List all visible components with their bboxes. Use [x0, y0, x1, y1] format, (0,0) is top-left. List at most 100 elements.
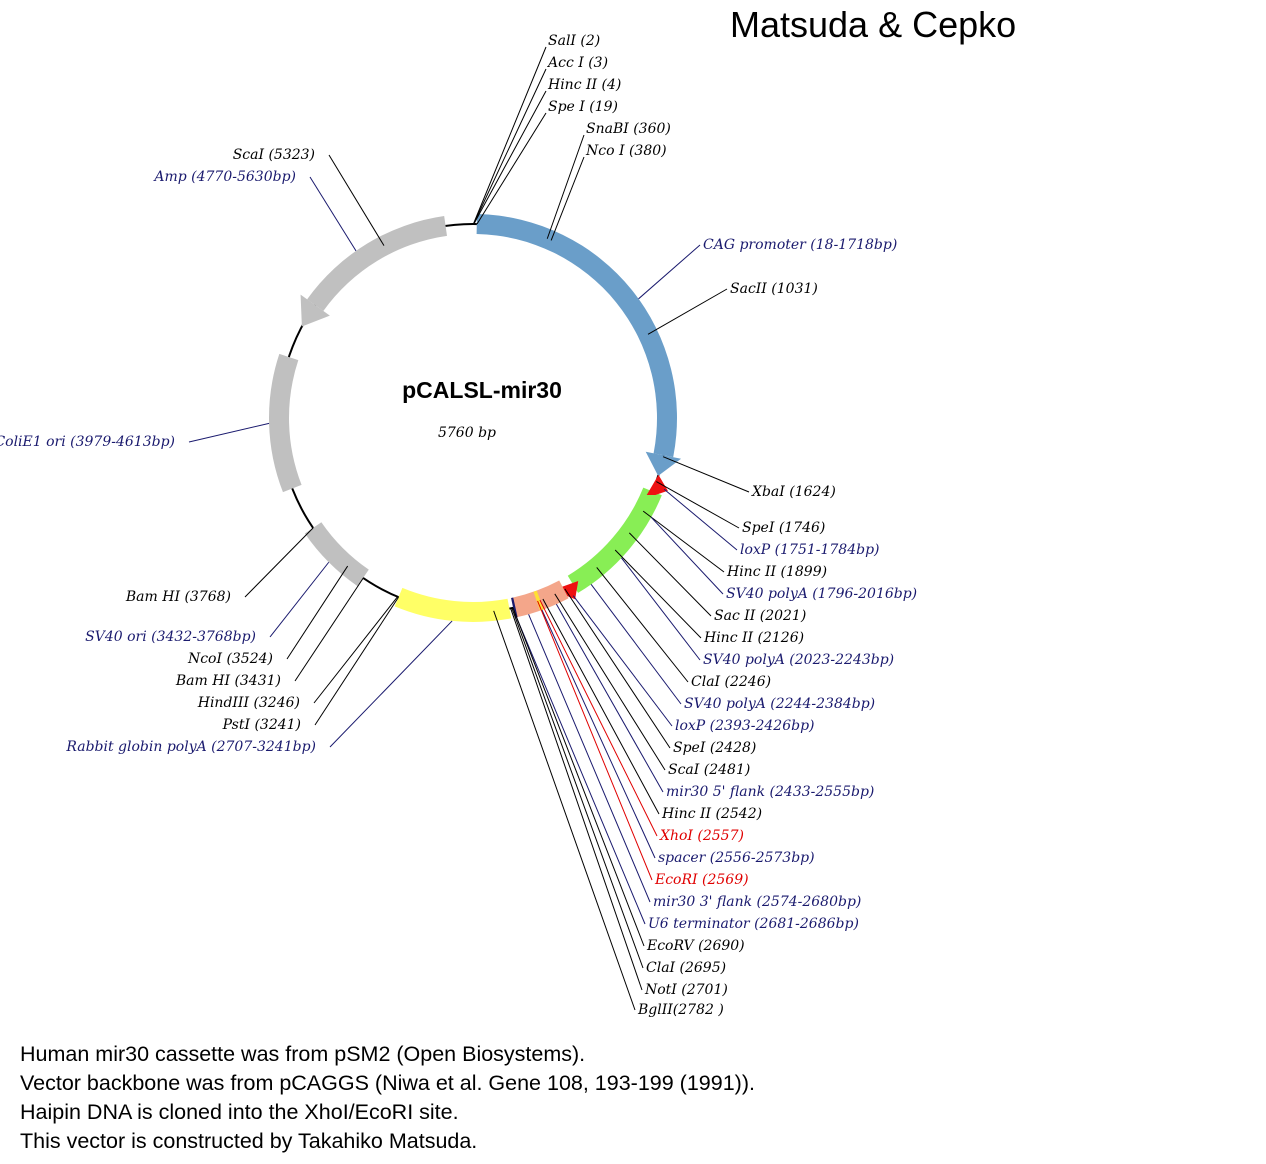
- map-label: ScaI (5323): [233, 147, 315, 163]
- map-label: NcoI (3524): [187, 651, 273, 667]
- map-label: BglII(2782 ): [637, 1002, 724, 1018]
- label-leader-line: [550, 156, 585, 241]
- label-leader-line: [269, 561, 330, 638]
- map-label: ClaI (2246): [691, 674, 771, 690]
- map-label: loxP (1751-1784bp): [740, 542, 880, 558]
- label-leader-line: [511, 607, 644, 969]
- map-label: SpeI (2428): [673, 740, 756, 756]
- label-leader-line: [294, 577, 364, 682]
- map-label: Hinc II (4): [547, 77, 621, 93]
- label-leader-line: [542, 598, 660, 815]
- label-leader-line: [473, 90, 547, 225]
- map-label: spacer (2556-2573bp): [658, 850, 815, 866]
- map-label: Sac II (2021): [714, 608, 806, 624]
- label-leader-line: [539, 599, 658, 837]
- loxp-feature: [646, 474, 668, 495]
- map-label: Bam HI (3768): [125, 589, 231, 605]
- map-label: mir30 5' flank (2433-2555bp): [666, 784, 874, 800]
- map-label: Bam HI (3431): [175, 673, 281, 689]
- label-leader-line: [638, 244, 701, 300]
- label-leader-line: [642, 510, 725, 573]
- label-leader-line: [188, 422, 270, 443]
- cag-promoter-feature-arrow: [645, 451, 682, 476]
- map-label: SV40 polyA (1796-2016bp): [726, 586, 917, 602]
- label-leader-line: [662, 456, 750, 493]
- sv40-ori-feature: [304, 522, 369, 587]
- label-leader-line: [614, 549, 702, 639]
- label-leader-line: [555, 603, 664, 793]
- map-label: Rabbit globin polyA (2707-3241bp): [65, 739, 316, 755]
- label-leader-line: [309, 176, 357, 252]
- label-leader-line: [493, 610, 636, 1011]
- label-leader-line: [516, 617, 646, 925]
- notes: Human mir30 cassette was from pSM2 (Open…: [20, 1040, 755, 1156]
- map-label: SV40 polyA (2023-2243bp): [703, 652, 894, 668]
- label-leader-line: [628, 532, 712, 617]
- label-leader-line: [650, 516, 724, 595]
- map-label: CAG promoter (18-1718bp): [703, 237, 897, 253]
- map-label: SV40 ori (3432-3768bp): [85, 629, 256, 645]
- plasmid-name: pCALSL-mir30: [402, 377, 562, 403]
- amp-feature: [307, 216, 447, 311]
- label-leader-line: [510, 608, 643, 991]
- label-leader-line: [328, 154, 385, 246]
- label-leader-line: [473, 68, 547, 225]
- label-leader-line: [647, 288, 728, 335]
- map-label: Hinc II (2126): [703, 630, 804, 646]
- note-line: This vector is constructed by Takahiko M…: [20, 1129, 478, 1153]
- map-label: EcoRI (2569): [654, 872, 749, 888]
- map-label: U6 terminator (2681-2686bp): [648, 916, 859, 932]
- map-label: PstI (3241): [222, 717, 301, 733]
- map-label: Acc I (3): [546, 55, 608, 71]
- label-leader-line: [537, 600, 653, 881]
- label-leader-line: [512, 607, 645, 947]
- map-label: XhoI (2557): [659, 828, 744, 844]
- note-line: Haipin DNA is cloned into the XhoI/EcoRI…: [20, 1100, 459, 1124]
- note-line: Human mir30 cassette was from pSM2 (Open…: [20, 1042, 586, 1066]
- map-label: ColiE1 ori (3979-4613bp): [0, 434, 175, 450]
- cag-promoter-feature: [476, 214, 677, 458]
- label-leader-line: [596, 567, 689, 683]
- map-label: Spe I (19): [548, 99, 618, 115]
- label-leader-line: [546, 134, 585, 239]
- spacer-feature: [533, 590, 544, 611]
- u6-terminator-feature: [511, 597, 518, 618]
- label-leader-line: [656, 481, 740, 529]
- map-label: Nco I (380): [585, 143, 667, 159]
- map-label: Amp (4770-5630bp): [152, 169, 296, 185]
- label-leader-line: [572, 595, 673, 727]
- map-label: SnaBI (360): [586, 121, 671, 137]
- author-title: Matsuda & Cepko: [730, 4, 1017, 45]
- map-label: Hinc II (2542): [661, 806, 762, 822]
- map-label: SV40 polyA (2244-2384bp): [684, 696, 875, 712]
- label-leader-line: [541, 609, 656, 859]
- label-leader-line: [286, 565, 349, 660]
- map-label: EcoRV (2690): [646, 938, 745, 954]
- map-label: ScaI (2481): [668, 762, 750, 778]
- mir30-flanks-feature: [512, 580, 569, 618]
- colie1-ori-feature: [269, 353, 302, 493]
- map-label: SpeI (1746): [742, 520, 825, 536]
- label-leader-line: [564, 588, 671, 749]
- label-leader-line: [528, 614, 651, 903]
- label-leader-line: [472, 46, 547, 225]
- label-leader-line: [663, 488, 738, 551]
- label-leader-line: [621, 557, 701, 661]
- amp-feature-arrow: [300, 294, 330, 327]
- map-label: HindIII (3246): [197, 695, 300, 711]
- label-leader-line: [476, 112, 547, 225]
- label-leader-line: [554, 593, 666, 771]
- note-line: Vector backbone was from pCAGGS (Niwa et…: [20, 1071, 755, 1095]
- label-leader-line: [590, 584, 682, 705]
- map-label: loxP (2393-2426bp): [675, 718, 815, 734]
- loxp-feature: [556, 580, 579, 600]
- label-leader-line: [314, 596, 399, 726]
- sv40-polya-feature: [567, 487, 662, 593]
- map-label: SacII (1031): [730, 281, 818, 297]
- plasmid-size: 5760 bp: [438, 425, 496, 441]
- map-label: Hinc II (1899): [726, 564, 827, 580]
- plasmid-map: SalI (2)Acc I (3)Hinc II (4)Spe I (19)Sn…: [0, 33, 917, 1018]
- map-label: NotI (2701): [644, 982, 728, 998]
- rabbit-globin-polya-feature: [394, 587, 512, 622]
- map-label: ClaI (2695): [646, 960, 726, 976]
